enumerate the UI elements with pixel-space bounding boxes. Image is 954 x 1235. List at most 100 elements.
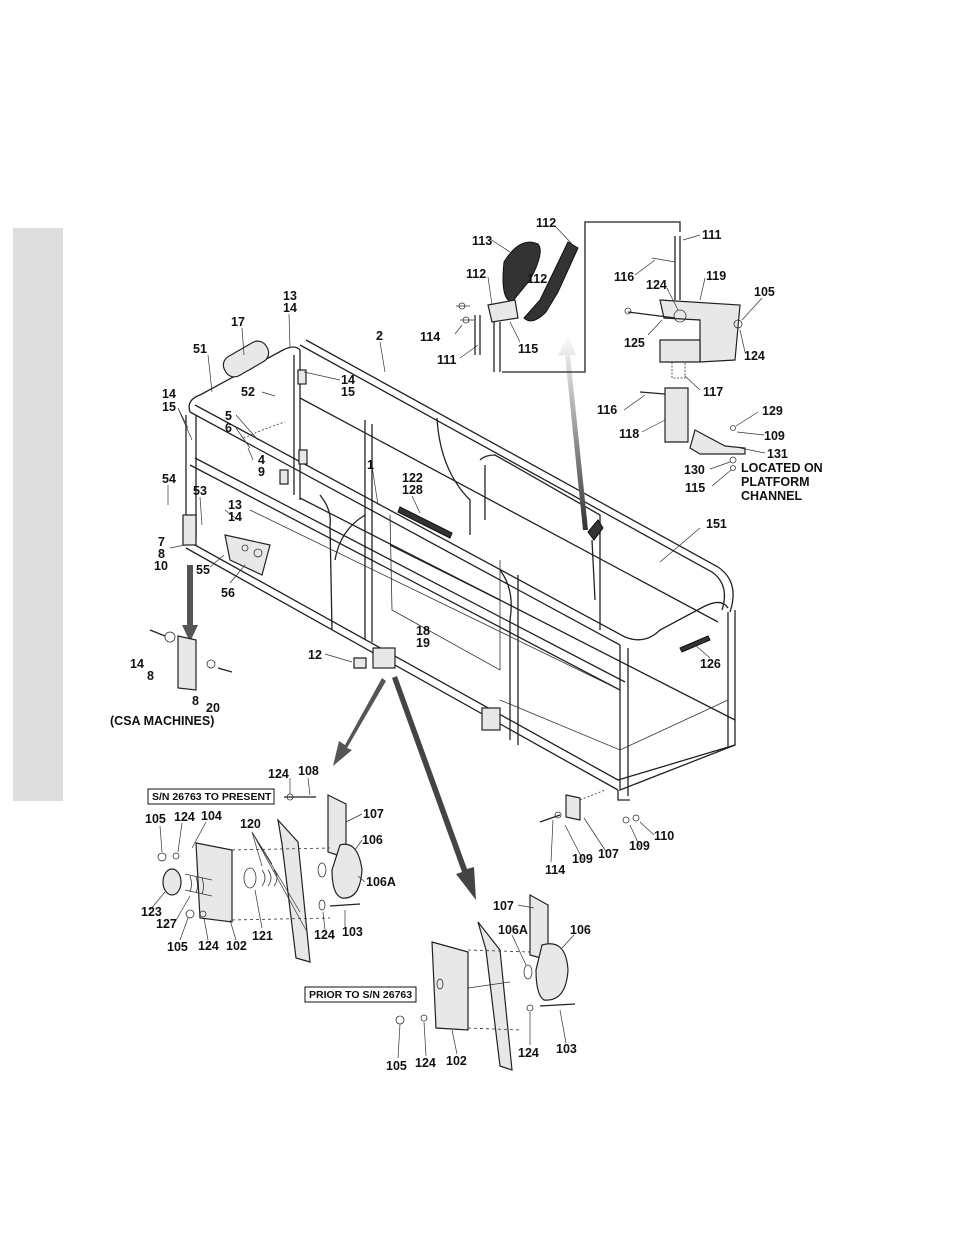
callout-b114: 114 — [545, 863, 565, 877]
callout-14c: 14 — [162, 387, 176, 401]
csa-note: (CSA MACHINES) — [110, 714, 214, 728]
callout-s121: 121 — [252, 929, 273, 943]
located-note-3: CHANNEL — [741, 489, 802, 503]
callout-p105: 105 — [386, 1059, 407, 1073]
callout-s105b: 105 — [167, 940, 188, 954]
callout-p103: 103 — [556, 1042, 577, 1056]
callout-r130: 130 — [684, 463, 705, 477]
callout-s104: 104 — [201, 809, 222, 823]
leader-lines — [149, 225, 766, 1059]
callout-54: 54 — [162, 472, 176, 486]
latch-detail — [624, 236, 746, 471]
callout-r115: 115 — [685, 481, 705, 495]
callout-s108: 108 — [298, 764, 319, 778]
callout-s120: 120 — [240, 817, 261, 831]
callout-b107: 107 — [598, 847, 619, 861]
callout-128: 128 — [402, 483, 423, 497]
callout-r118: 118 — [619, 427, 639, 441]
callout-labels: 13 14 17 2 51 52 14 15 14 15 5 6 4 9 1 1… — [110, 216, 823, 1073]
located-note-2: PLATFORM — [741, 475, 810, 489]
callout-r111: 111 — [702, 228, 722, 242]
callout-arrows — [182, 333, 588, 900]
callout-h111: 111 — [437, 353, 457, 367]
callout-9: 9 — [258, 465, 265, 479]
callout-4: 4 — [258, 453, 265, 467]
callout-19: 19 — [416, 636, 430, 650]
prior-label: PRIOR TO S/N 26763 — [309, 989, 412, 1001]
callout-2: 2 — [376, 329, 383, 343]
base-bracket-detail — [539, 789, 640, 824]
callout-s107: 107 — [363, 807, 384, 821]
callout-r124b: 124 — [744, 349, 765, 363]
callout-h115: 115 — [518, 342, 538, 356]
callout-h113: 113 — [472, 234, 492, 248]
callout-15c: 15 — [162, 400, 176, 414]
callout-s124c: 124 — [314, 928, 335, 942]
callout-51: 51 — [193, 342, 207, 356]
callout-s127: 127 — [156, 917, 177, 931]
callout-r131: 131 — [767, 447, 788, 461]
callout-13d: 13 — [228, 498, 242, 512]
present-label: S/N 26763 TO PRESENT — [152, 791, 272, 803]
callout-s102: 102 — [226, 939, 247, 953]
callout-14e: 14 — [130, 657, 144, 671]
callout-s124d: 124 — [198, 939, 219, 953]
callout-b110: 110 — [654, 829, 674, 843]
callout-15b: 15 — [341, 385, 355, 399]
callout-p106: 106 — [570, 923, 591, 937]
callout-13: 13 — [283, 289, 297, 303]
callout-s106a: 106A — [366, 875, 396, 889]
callout-r117: 117 — [703, 385, 723, 399]
callout-p107: 107 — [493, 899, 514, 913]
callout-53: 53 — [193, 484, 207, 498]
callout-p124a: 124 — [415, 1056, 436, 1070]
callout-s103: 103 — [342, 925, 363, 939]
callout-1: 1 — [367, 458, 374, 472]
platform-guardrail — [182, 339, 736, 801]
callout-r116a: 116 — [614, 270, 634, 284]
callout-r124a: 124 — [646, 278, 667, 292]
callout-14d: 14 — [228, 510, 242, 524]
callout-122: 122 — [402, 471, 423, 485]
callout-18: 18 — [416, 624, 430, 638]
callout-151: 151 — [706, 517, 727, 531]
callout-r116b: 116 — [597, 403, 617, 417]
located-note-1: LOCATED ON — [741, 461, 823, 475]
callout-56: 56 — [221, 586, 235, 600]
callout-s105: 105 — [145, 812, 166, 826]
callout-r119: 119 — [706, 269, 726, 283]
callout-52: 52 — [241, 385, 255, 399]
callout-12: 12 — [308, 648, 322, 662]
side-tab — [13, 228, 63, 801]
csa-detail — [149, 629, 233, 691]
callout-55: 55 — [196, 563, 210, 577]
callout-r105: 105 — [754, 285, 775, 299]
callout-p102: 102 — [446, 1054, 467, 1068]
prior-detail: PRIOR TO S/N 26763 — [304, 893, 576, 1071]
callout-r109: 109 — [764, 429, 785, 443]
callout-8a: 8 — [158, 547, 165, 561]
handle-detail — [456, 221, 681, 373]
callout-20: 20 — [206, 701, 220, 715]
callout-10: 10 — [154, 559, 168, 573]
callout-b109a: 109 — [572, 852, 593, 866]
callout-p124b: 124 — [518, 1046, 539, 1060]
callout-5: 5 — [225, 409, 232, 423]
callout-14b: 14 — [341, 373, 355, 387]
callout-7: 7 — [158, 535, 165, 549]
callout-s124a: 124 — [268, 767, 289, 781]
callout-h114: 114 — [420, 330, 440, 344]
callout-s106: 106 — [362, 833, 383, 847]
callout-14: 14 — [283, 301, 297, 315]
callout-s124b: 124 — [174, 810, 195, 824]
callout-h112c: 112 — [527, 272, 547, 286]
callout-8c: 8 — [192, 694, 199, 708]
callout-h112b: 112 — [466, 267, 486, 281]
callout-126: 126 — [700, 657, 721, 671]
callout-p106a: 106A — [498, 923, 528, 937]
callout-r125: 125 — [624, 336, 645, 350]
callout-h112a: 112 — [536, 216, 556, 230]
callout-s123: 123 — [141, 905, 162, 919]
callout-8b: 8 — [147, 669, 154, 683]
